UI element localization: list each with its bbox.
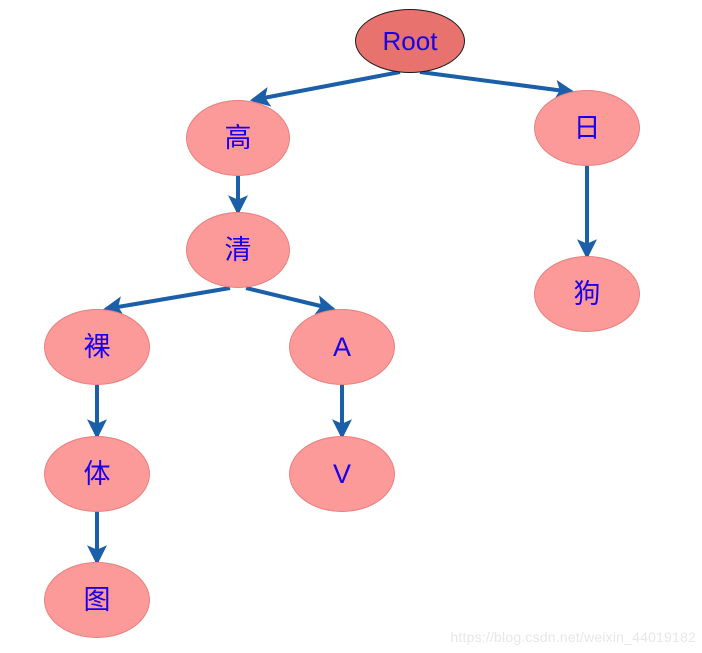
tree-node-label: A bbox=[332, 331, 351, 362]
tree-node-label: 狗 bbox=[573, 278, 601, 310]
tree-node-v[interactable]: V bbox=[289, 436, 395, 512]
tree-node-gao[interactable]: 高 bbox=[186, 100, 290, 176]
edge-qing-to-a bbox=[245, 286, 337, 315]
tree-node-luo[interactable]: 裸 bbox=[44, 309, 150, 385]
edge-root-to-ri bbox=[419, 70, 576, 100]
tree-node-ri[interactable]: 日 bbox=[534, 90, 640, 166]
tree-node-label: 清 bbox=[224, 234, 252, 266]
tree-node-label: 图 bbox=[83, 584, 111, 616]
tree-node-root[interactable]: Root bbox=[355, 9, 465, 73]
tree-node-label: 裸 bbox=[83, 331, 111, 363]
tree-node-label: Root bbox=[382, 26, 438, 56]
edge-root-to-gao bbox=[249, 70, 401, 107]
tree-node-qing[interactable]: 清 bbox=[186, 212, 290, 288]
watermark-text: https://blog.csdn.net/weixin_44019182 bbox=[450, 629, 696, 645]
edges-group bbox=[87, 70, 597, 566]
tree-node-a[interactable]: A bbox=[289, 309, 395, 385]
tree-node-label: 体 bbox=[83, 458, 111, 490]
tree-node-tu[interactable]: 图 bbox=[44, 562, 150, 638]
edge-qing-to-luo bbox=[102, 286, 231, 317]
tree-node-label: V bbox=[332, 458, 351, 489]
tree-node-label: 日 bbox=[573, 112, 601, 144]
tree-node-label: 高 bbox=[224, 122, 252, 154]
tree-node-gou[interactable]: 狗 bbox=[534, 256, 640, 332]
tree-node-ti[interactable]: 体 bbox=[44, 436, 150, 512]
